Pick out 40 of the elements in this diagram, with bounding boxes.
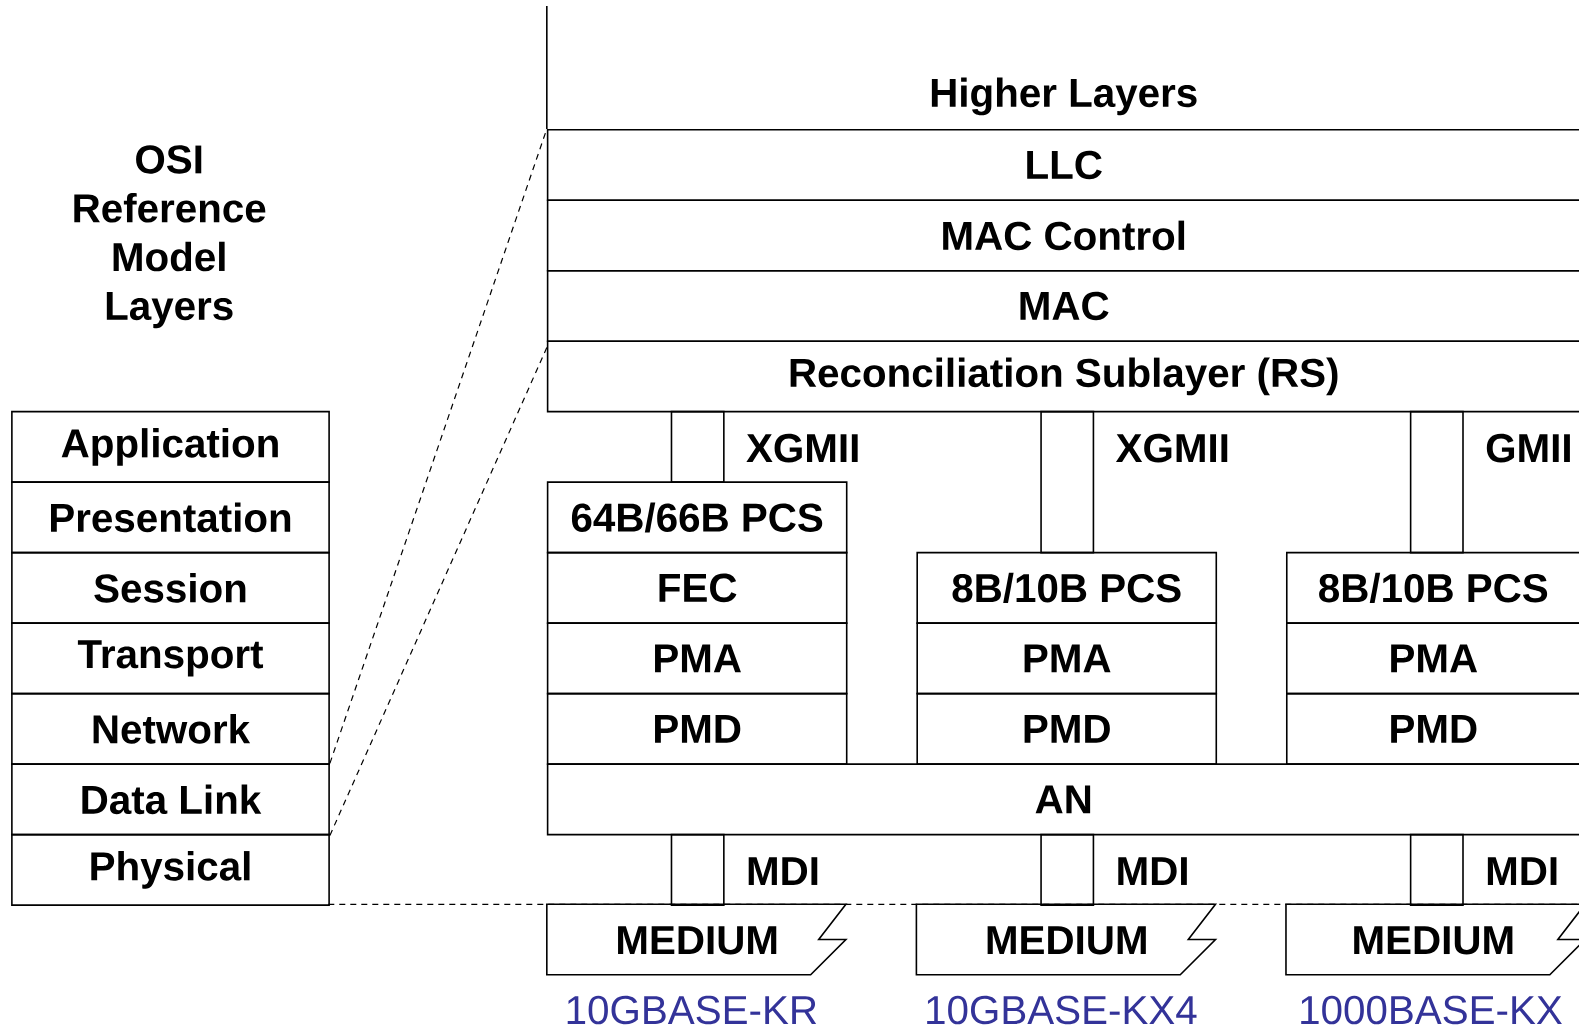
variant-label: 1000BASE-KX <box>1301 995 1562 1025</box>
interface-label: GMII <box>1486 433 1570 463</box>
layer-box: MAC Control <box>546 199 1579 272</box>
variant-label: 10GBASE-KX4 <box>927 995 1197 1025</box>
interface-box <box>1409 410 1464 554</box>
layer-box: PMA <box>916 622 1218 695</box>
interface-label: MDI <box>1118 857 1187 885</box>
interface-box <box>1409 833 1464 906</box>
layer-region: Higher Layers <box>546 5 1197 130</box>
projection-line <box>329 347 548 836</box>
layer-box: Physical <box>11 833 330 906</box>
layer-box: Network <box>11 692 330 765</box>
layer-box: FEC <box>546 551 848 624</box>
layer-box: Data Link <box>11 763 330 836</box>
layer-box: 64B/66B PCS <box>546 481 848 554</box>
heading: OSI Reference Model Layers <box>74 145 266 329</box>
variant-label: 10GBASE-KR <box>567 995 817 1025</box>
layer-box: 8B/10B PCS <box>1286 551 1579 624</box>
layer-box: Presentation <box>11 481 330 554</box>
layer-box: Reconciliation Sublayer (RS) <box>546 340 1579 413</box>
interface-box <box>1040 833 1095 906</box>
layer-box: PMD <box>1286 692 1579 765</box>
layer-box: PMD <box>916 692 1218 765</box>
layer-box: AN <box>546 763 1579 836</box>
layer-box: 8B/10B PCS <box>916 551 1218 624</box>
layer-box: Session <box>11 551 330 624</box>
interface-box <box>670 833 725 906</box>
layer-box: PMA <box>1286 622 1579 695</box>
interface-box <box>670 410 725 483</box>
interface-label: MDI <box>1487 857 1557 885</box>
interface-label: XGMII <box>746 433 858 463</box>
layer-box: MAC <box>546 269 1579 342</box>
layer-box: Application <box>11 410 330 483</box>
interface-label: XGMII <box>1115 433 1228 463</box>
layer-box: LLC <box>546 128 1579 201</box>
layer-box: Transport <box>11 622 330 695</box>
interface-box <box>1040 410 1095 554</box>
interface-label: MDI <box>748 857 818 885</box>
layer-box: PMD <box>546 692 848 765</box>
layer-box: PMA <box>546 622 848 695</box>
